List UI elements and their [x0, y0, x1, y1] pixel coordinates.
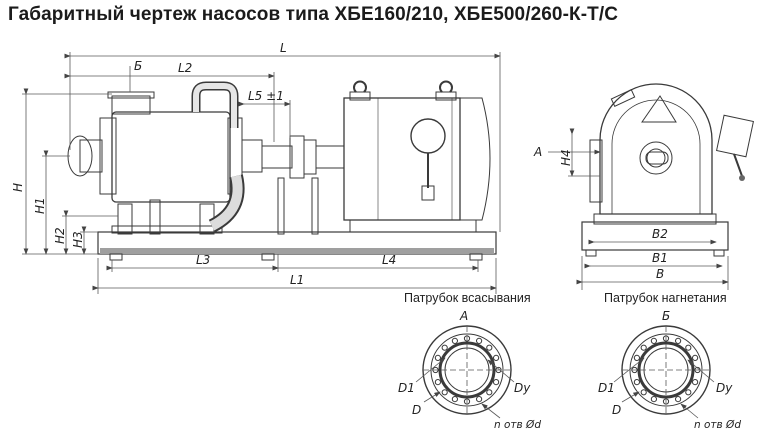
bolt-hole — [476, 396, 483, 403]
bolt-hole — [441, 389, 448, 396]
dim-L1: L1 — [290, 273, 304, 287]
bolt-hole — [640, 389, 647, 396]
mark-B: Б — [134, 59, 142, 73]
flange-suction: Патрубок всасывания А D1 D Dy n отв Ød — [398, 291, 541, 431]
front-base — [581, 221, 729, 251]
bolt-hole — [685, 344, 692, 351]
label-D1-suction: D1 — [398, 381, 415, 395]
bolt-hole — [692, 379, 699, 386]
caption-discharge: Патрубок нагнетания — [604, 291, 727, 305]
front-view — [581, 83, 755, 257]
pump-body — [111, 111, 231, 203]
dim-B1: B1 — [652, 251, 668, 265]
bolt-hole — [633, 354, 641, 361]
dim-H2: H2 — [53, 227, 67, 244]
bolt-hole — [451, 396, 458, 403]
bolt-hole — [633, 379, 641, 386]
front-dimensions: A H4 B2 B1 B — [533, 128, 729, 290]
label-holes-discharge: n отв Ød — [694, 419, 741, 431]
label-D-discharge: D — [612, 403, 621, 417]
bolt-hole — [640, 344, 647, 351]
drawing-title: Габаритный чертеж насосов типа ХБЕ160/21… — [8, 4, 619, 25]
dim-L5: L5 ±1 — [248, 89, 284, 103]
dim-L: L — [280, 41, 287, 55]
dim-L3: L3 — [196, 253, 210, 267]
flange-discharge: Патрубок нагнетания Б D1 D Dy n отв Ød — [598, 291, 741, 431]
bolt-hole — [685, 389, 692, 396]
bolt-hole — [675, 396, 682, 403]
bolt-hole — [434, 354, 441, 361]
bolt-hole — [675, 337, 682, 344]
label-D-suction: D — [412, 403, 421, 417]
bolt-hole — [486, 344, 493, 351]
bolt-hole — [434, 379, 441, 386]
mark-A: A — [533, 145, 542, 159]
motor-body — [343, 97, 461, 221]
letter-suction: А — [459, 309, 468, 323]
label-Dy-suction: Dy — [514, 381, 531, 395]
bolt-hole — [650, 396, 658, 403]
dim-B2: B2 — [652, 227, 668, 241]
dim-L2: L2 — [178, 61, 192, 75]
side-view — [67, 80, 497, 261]
label-D1-discharge: D1 — [598, 381, 615, 395]
caption-suction: Патрубок всасывания — [404, 291, 531, 305]
label-holes-suction: n отв Ød — [494, 419, 541, 431]
bolt-hole — [650, 337, 658, 344]
dim-B: B — [656, 267, 664, 281]
bolt-hole — [476, 337, 483, 344]
bolt-hole — [692, 354, 699, 361]
dim-H4: H4 — [559, 149, 573, 166]
side-dimensions: L L2 Б L5 ±1 H H1 H2 H3 L3 L4 — [11, 41, 501, 294]
bolt-hole — [493, 379, 500, 386]
dim-L4: L4 — [382, 253, 396, 267]
dim-H3: H3 — [71, 231, 85, 248]
bolt-hole — [493, 354, 500, 361]
bolt-hole — [486, 389, 493, 396]
label-Dy-discharge: Dy — [716, 381, 733, 395]
dim-H1: H1 — [33, 197, 47, 214]
bolt-hole — [441, 344, 448, 351]
bolt-hole — [451, 337, 458, 344]
letter-discharge: Б — [662, 309, 670, 323]
dim-H: H — [11, 183, 25, 192]
